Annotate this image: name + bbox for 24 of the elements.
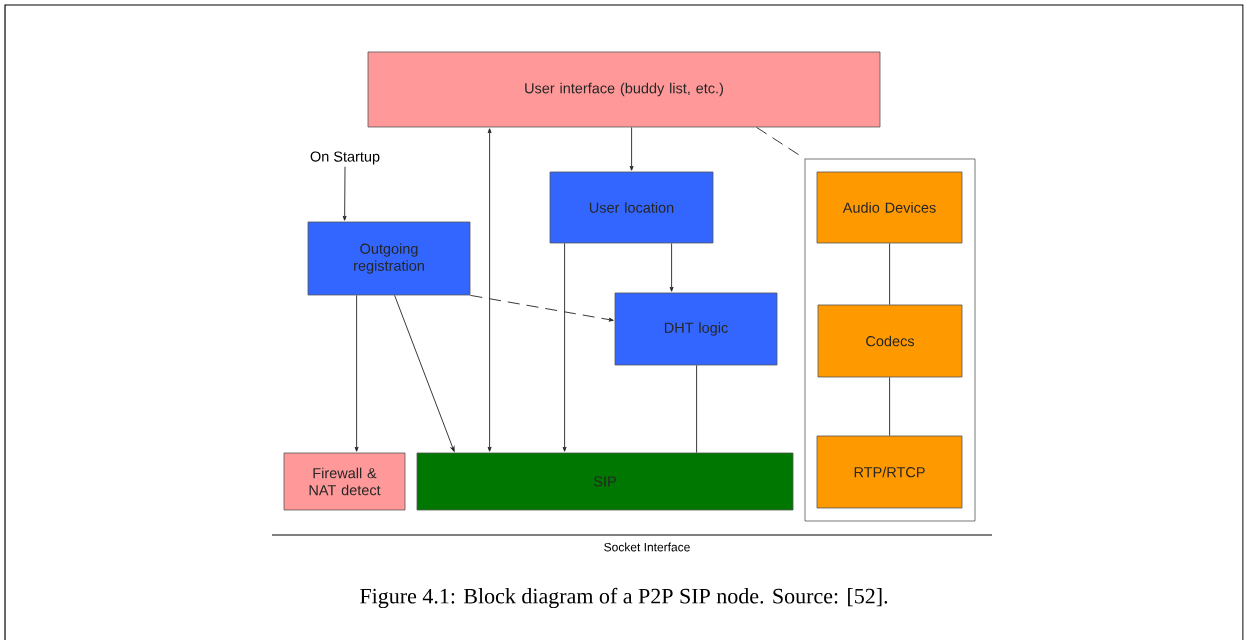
arrow (394, 294, 455, 452)
arrow (342, 166, 347, 221)
process-box: User interface (buddy list, etc.) (367, 51, 881, 128)
connector-line (889, 242, 891, 306)
arrow (487, 128, 492, 452)
arrow (669, 242, 674, 292)
arrow (629, 126, 634, 171)
caption: Figure 4.1: Block diagram of a P2P SIP node. Source: [52]. (360, 587, 888, 609)
interface-label: Socket Interface (604, 542, 690, 552)
connector-line (756, 126, 806, 160)
process-box: User location (549, 171, 714, 244)
process-box: Outgoing registration (307, 221, 471, 296)
process-box: Audio Devices (816, 171, 963, 244)
start-label: On Startup (310, 151, 380, 165)
process-box: Codecs (817, 304, 963, 378)
process-box: Firewall & NAT detect (283, 452, 406, 511)
process-box: SIP (416, 452, 794, 511)
process-box: DHT logic (614, 292, 778, 366)
arrow (469, 294, 614, 322)
arrow (354, 294, 359, 452)
arrow (562, 242, 567, 452)
connector-line (696, 364, 698, 454)
process-box: RTP/RTCP (816, 435, 963, 509)
connector-line (889, 376, 891, 437)
